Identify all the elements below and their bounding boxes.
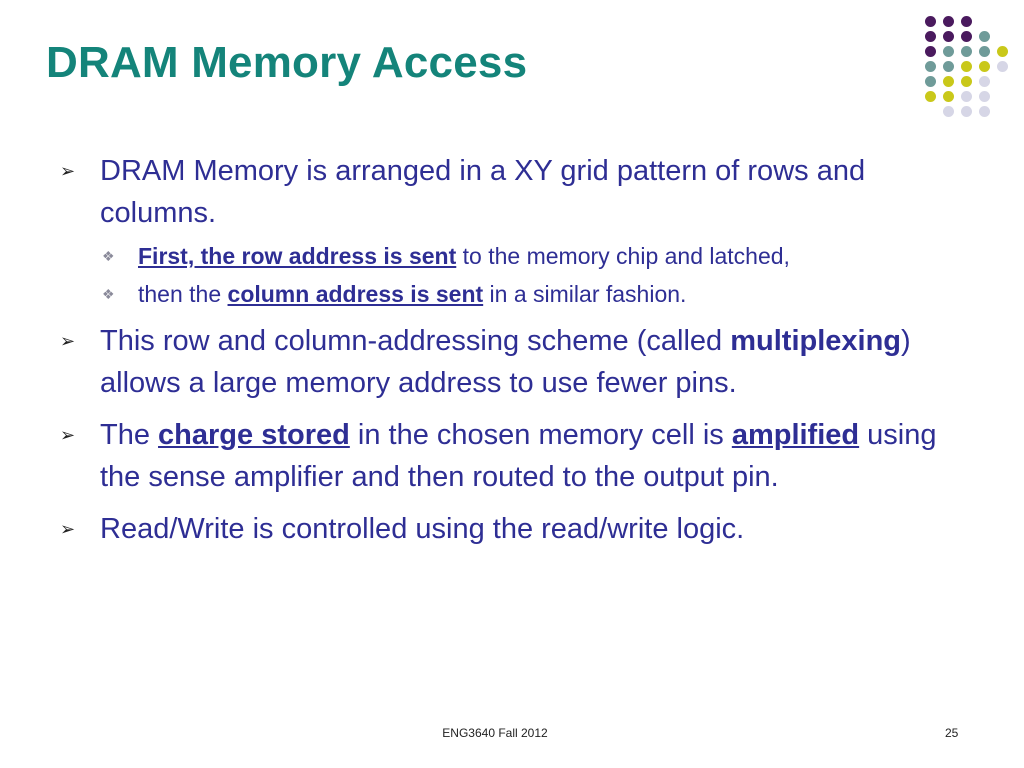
- sub-bullet-column-address: ❖ then the column address is sent in a s…: [60, 278, 960, 310]
- decor-dot: [925, 61, 936, 72]
- arrow-bullet-icon: ➢: [60, 519, 76, 539]
- decor-dot: [997, 46, 1008, 57]
- slide-content: ➢ DRAM Memory is arranged in a XY grid p…: [60, 150, 960, 554]
- decor-dot: [979, 61, 990, 72]
- decor-dot: [925, 91, 936, 102]
- footer-course: ENG3640 Fall 2012: [442, 726, 548, 740]
- decor-dot: [925, 16, 936, 27]
- sub-bullet-list: ❖ First, the row address is sent to the …: [60, 240, 960, 310]
- emphasis-charge-stored: charge stored: [158, 419, 350, 451]
- decor-dot: [925, 76, 936, 87]
- decor-dot: [943, 91, 954, 102]
- bullet-text: The: [100, 419, 159, 451]
- bullet-charge-stored: ➢ The charge stored in the chosen memory…: [60, 414, 960, 498]
- bullet-text: Read/Write is controlled using the read/…: [100, 513, 745, 545]
- bullet-text: in a similar fashion.: [483, 281, 687, 307]
- bullet-text: using the sense amplifier and then route…: [100, 419, 937, 493]
- decor-dot: [943, 106, 954, 117]
- slide-title: DRAM Memory Access: [46, 38, 528, 87]
- decor-dot: [961, 61, 972, 72]
- arrow-bullet-icon: ➢: [60, 425, 76, 445]
- decor-dot: [925, 46, 936, 57]
- decor-dot: [961, 16, 972, 27]
- arrow-bullet-icon: ➢: [60, 331, 76, 351]
- decor-dot: [961, 46, 972, 57]
- emphasis-multiplexing: multiplexing: [730, 325, 902, 357]
- diamond-bullet-icon: ❖: [102, 248, 115, 264]
- decor-dot: [961, 76, 972, 87]
- decor-dot: [943, 76, 954, 87]
- sub-bullet-row-address: ❖ First, the row address is sent to the …: [60, 240, 960, 272]
- bullet-text: DRAM Memory is arranged in a XY grid pat…: [100, 155, 866, 229]
- diamond-bullet-icon: ❖: [102, 286, 115, 302]
- bullet-text: ) allows a large memory address to use f…: [100, 325, 911, 399]
- decor-dot: [961, 31, 972, 42]
- decor-dot: [979, 46, 990, 57]
- bullet-read-write: ➢ Read/Write is controlled using the rea…: [60, 508, 960, 550]
- decor-dot: [979, 31, 990, 42]
- decor-dot: [979, 76, 990, 87]
- emphasis-amplified: amplified: [731, 419, 860, 451]
- decor-dot: [943, 16, 954, 27]
- bullet-text: then the: [138, 281, 228, 307]
- page-number: 25: [945, 726, 959, 740]
- bullet-text: This row and column-addressing scheme (c…: [100, 325, 731, 357]
- bullet-text: in the chosen memory cell is: [349, 419, 732, 451]
- decor-dot: [943, 61, 954, 72]
- bullet-multiplexing: ➢ This row and column-addressing scheme …: [60, 320, 960, 404]
- arrow-bullet-icon: ➢: [60, 161, 76, 181]
- bullet-dram-grid: ➢ DRAM Memory is arranged in a XY grid p…: [60, 150, 960, 234]
- decor-dot: [979, 91, 990, 102]
- decor-dot: [997, 61, 1008, 72]
- decor-dot: [961, 106, 972, 117]
- decor-dot: [925, 31, 936, 42]
- decor-dot: [943, 46, 954, 57]
- bullet-text: to the memory chip and latched,: [456, 243, 790, 269]
- decor-dot: [943, 31, 954, 42]
- decor-dot: [961, 91, 972, 102]
- emphasis-column-address: column address is sent: [227, 281, 484, 307]
- decor-dot: [979, 106, 990, 117]
- emphasis-row-address: First, the row address is sent: [138, 243, 457, 269]
